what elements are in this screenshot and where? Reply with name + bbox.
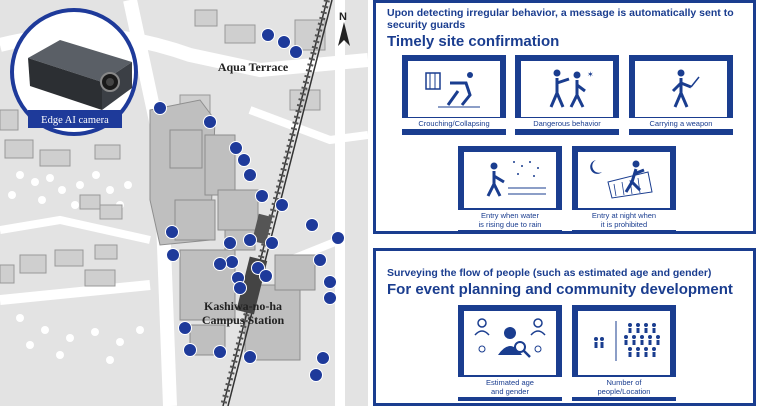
campus-map: N Edge AI camera Aqua Terrace Kashiwa-no… <box>0 0 368 406</box>
tile-caption: Entry when water is rising due to rain <box>458 210 562 230</box>
svg-text:✶: ✶ <box>587 70 594 79</box>
rain-entry-icon <box>486 161 546 197</box>
caption-line1: Entry at night when <box>591 211 657 220</box>
tile-caption: Number of people/Location <box>572 377 676 397</box>
station-label: Kashiwa-no-ha Campus Station <box>193 299 293 327</box>
north-arrow-label: N <box>339 11 347 23</box>
flow-panel: Surveying the flow of people (such as es… <box>373 248 756 406</box>
detection-panel: Upon detecting irregular behavior, a mes… <box>373 0 756 234</box>
caption-line2: people/Location <box>597 387 651 396</box>
station-label-line2: Campus Station <box>201 313 285 327</box>
tile-caption: Carrying a weapon <box>629 118 733 129</box>
people-count-icon <box>594 321 660 361</box>
caption-line1: Entry when water <box>481 211 539 220</box>
tile-people-count: Number of people/Location <box>572 305 676 401</box>
tile-caption: Crouching/Collapsing <box>402 118 506 129</box>
caption-line2: and gender <box>491 387 529 396</box>
tile-caption: Estimated age and gender <box>458 377 562 397</box>
tile-weapon: Carrying a weapon <box>629 55 733 135</box>
flow-intro: Surveying the flow of people (such as es… <box>387 267 712 279</box>
caption-line1: Estimated age <box>486 378 534 387</box>
area-label-aqua-terrace: Aqua Terrace <box>217 60 289 74</box>
tile-water-rising: Entry when water is rising due to rain <box>458 146 562 234</box>
tile-night-entry: Entry at night when it is prohibited <box>572 146 676 234</box>
detection-title: Timely site confirmation <box>387 33 560 50</box>
tile-caption: Dangerous behavior <box>515 118 619 129</box>
night-entry-icon <box>590 160 653 199</box>
tile-dangerous-behavior: ✶ Dangerous behavior <box>515 55 619 135</box>
crouching-icon <box>425 72 480 108</box>
age-gender-icon <box>474 318 546 358</box>
detection-intro: Upon detecting irregular behavior, a mes… <box>387 7 734 31</box>
station-label-line1: Kashiwa-no-ha <box>203 299 283 313</box>
caption-line2: is rising due to rain <box>478 220 542 229</box>
tile-age-gender: Estimated age and gender <box>458 305 562 401</box>
flow-title: For event planning and community develop… <box>387 281 733 298</box>
fighting-icon: ✶ <box>549 69 594 108</box>
camera-label: Edge AI camera <box>41 115 109 126</box>
caption-line2: it is prohibited <box>600 220 648 229</box>
tile-crouching: Crouching/Collapsing <box>402 55 506 135</box>
weapon-icon <box>671 69 700 108</box>
caption-line1: Number of <box>606 378 642 387</box>
tile-caption: Entry at night when it is prohibited <box>572 210 676 230</box>
